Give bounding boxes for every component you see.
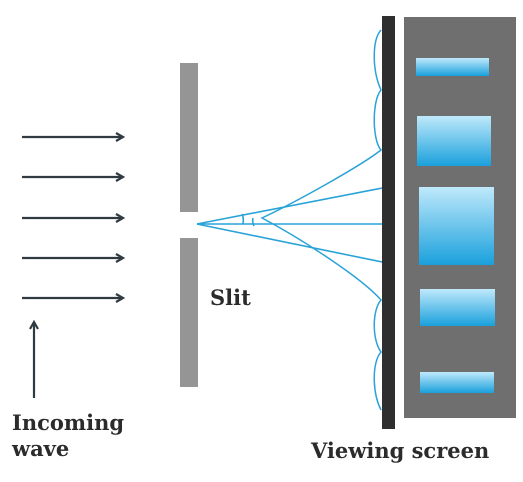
- angle-arc-inner: [251, 217, 255, 227]
- barrier-lower: [180, 238, 198, 387]
- slit-barrier: [180, 63, 198, 387]
- incoming-wave-arrows: [22, 137, 123, 298]
- fringe: [420, 372, 494, 393]
- fringe: [420, 289, 495, 326]
- slit-label: Slit: [210, 285, 251, 310]
- intensity-curve: [260, 29, 383, 411]
- incoming-wave-label: Incoming wave: [12, 410, 125, 461]
- fringe: [416, 58, 489, 76]
- ray-upper: [196, 187, 383, 225]
- viewing-screen-line: [382, 16, 395, 429]
- diffraction-rays: [196, 187, 383, 263]
- fringe-pattern: [416, 58, 495, 393]
- angle-arc: [241, 213, 245, 225]
- ray-lower: [196, 223, 383, 263]
- fringe: [417, 116, 491, 166]
- barrier-upper: [180, 63, 198, 212]
- fringe: [419, 187, 494, 265]
- viewing-screen-label: Viewing screen: [311, 438, 490, 463]
